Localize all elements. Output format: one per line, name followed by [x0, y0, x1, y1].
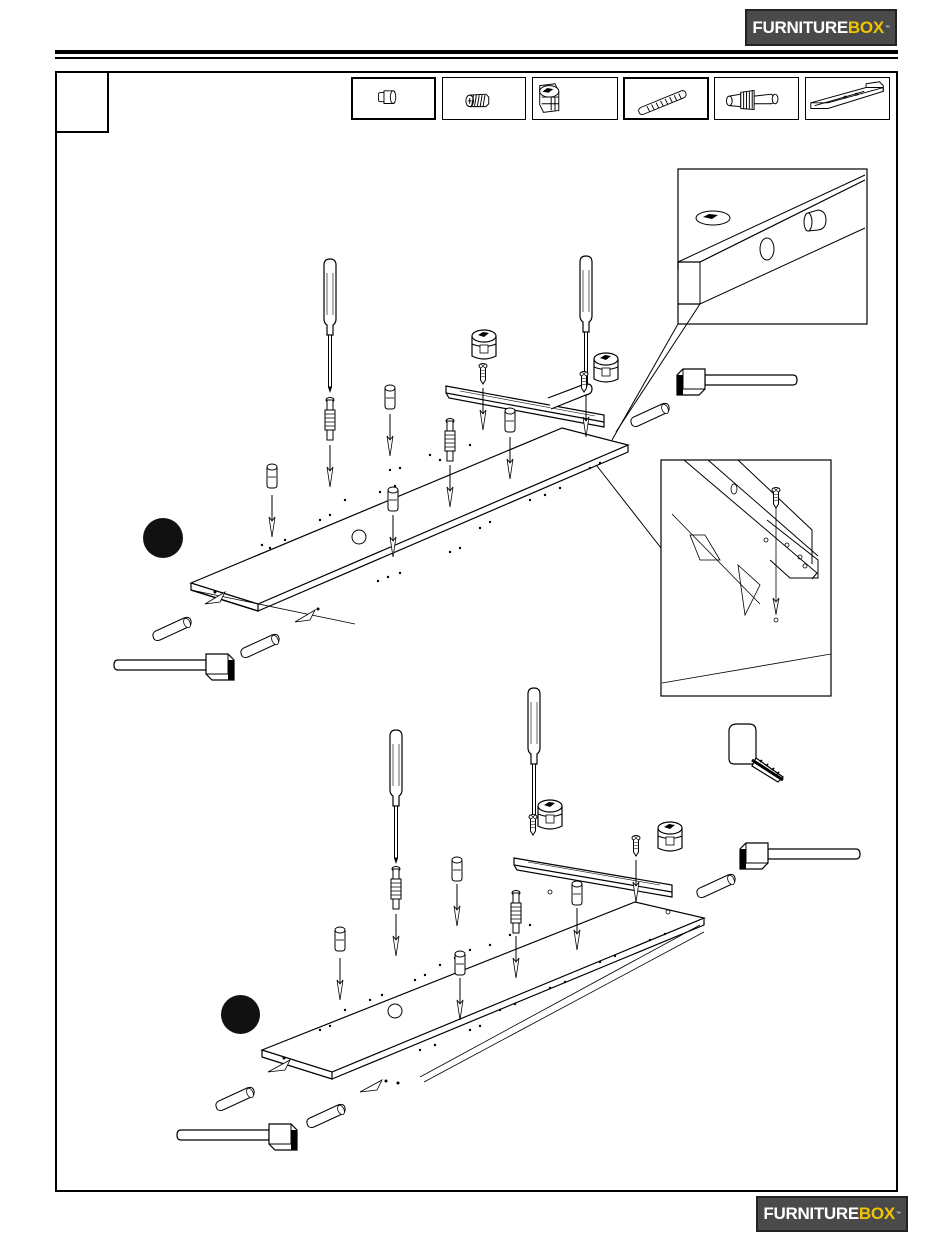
logo-text-accent: BOX [859, 1204, 895, 1224]
screwdriver-bottom-left [390, 730, 402, 864]
hammer-top-left [114, 654, 234, 680]
screwdriver-top-right [580, 256, 592, 390]
logo-trademark: ™ [896, 1211, 901, 1217]
detail-callout-cam [612, 169, 867, 440]
screwdriver-top-left [324, 259, 336, 393]
cam-lock-top-1 [472, 330, 496, 359]
hammer-bottom-left [177, 1124, 297, 1150]
screwdriver-bottom-right [528, 688, 540, 822]
top-assembly [191, 384, 628, 624]
detail-callout-runner [597, 460, 831, 696]
cam-lock-bottom-2 [658, 822, 682, 851]
hammer-top-right [677, 369, 797, 395]
cam-lock-top-2 [594, 353, 618, 382]
hammer-bottom-right [740, 843, 860, 869]
logo-text-primary: FURNITURE [763, 1204, 859, 1224]
tape-measure-icon [729, 724, 783, 782]
cam-lock-bottom-1 [538, 800, 562, 829]
